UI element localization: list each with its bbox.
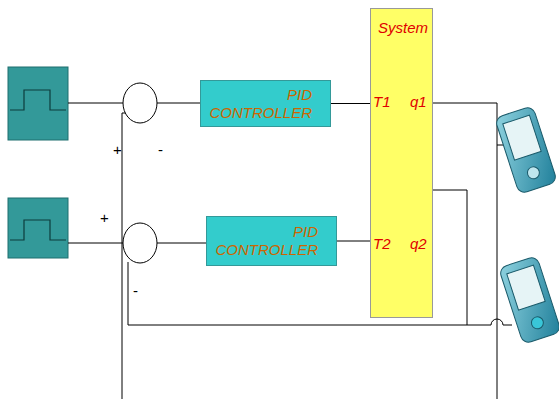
summing-junction [123, 83, 157, 123]
pid-controller: PID CONTROLLER [206, 216, 337, 266]
pin-name: T2 [373, 236, 391, 252]
sign-label: + [100, 210, 109, 226]
sign-label: - [133, 283, 138, 299]
signal-connector [337, 241, 370, 242]
pin-name: T1 [373, 94, 391, 110]
node-label: PID CONTROLLER [207, 86, 312, 122]
step-source [8, 198, 68, 258]
signal-connector [331, 103, 370, 104]
signal-wire [68, 103, 512, 399]
pid-controller: PID CONTROLLER [200, 80, 331, 127]
scope-display [495, 106, 558, 194]
step-source [8, 67, 68, 140]
sign-label: + [113, 142, 122, 158]
system-block: System [370, 8, 433, 318]
node-label: PID CONTROLLER [213, 223, 318, 259]
pin-name: q1 [410, 94, 427, 110]
pin-name: q2 [410, 236, 427, 252]
sign-label: - [158, 142, 163, 158]
summing-junction [123, 223, 157, 263]
scope-display [499, 256, 559, 344]
node-label: System [375, 19, 428, 37]
